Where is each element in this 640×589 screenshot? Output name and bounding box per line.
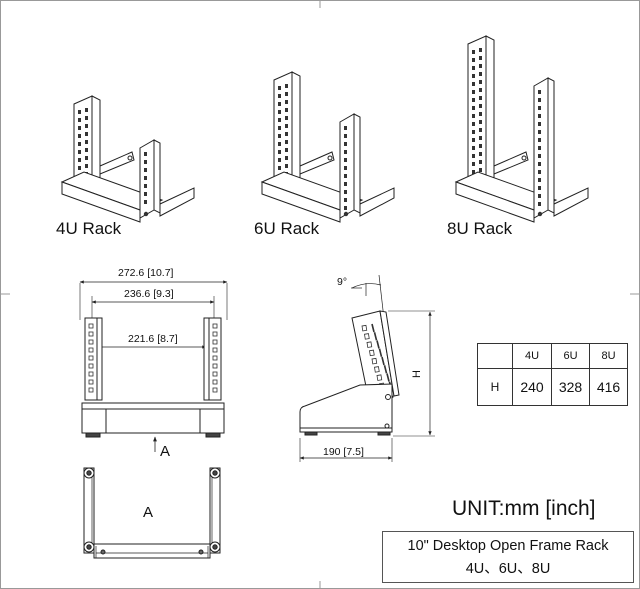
height-value-4u: 240 xyxy=(512,368,552,406)
rack-isometric xyxy=(60,95,195,223)
overall-width-dimension: 272.6 [10.7] xyxy=(118,267,174,279)
height-table-header-6u: 6U xyxy=(551,343,590,369)
rack-isometric xyxy=(260,71,395,223)
view-arrow-label: A xyxy=(160,443,171,460)
rack-isometric xyxy=(454,35,589,223)
height-dimension-label: H xyxy=(410,370,423,378)
height-value-6u: 328 xyxy=(551,368,590,406)
height-table-row: H 240 328 416 xyxy=(477,368,628,406)
height-table: 4U 6U 8U H 240 328 416 xyxy=(477,343,628,406)
tilt-angle-label: 9° xyxy=(337,276,348,288)
top-view xyxy=(83,467,221,559)
height-table-corner xyxy=(477,343,513,369)
height-table-header-row: 4U 6U 8U xyxy=(477,343,628,369)
height-table-header-8u: 8U xyxy=(589,343,628,369)
rack-6u-label: 6U Rack xyxy=(254,219,320,238)
height-table-row-label: H xyxy=(477,368,513,406)
height-value-8u: 416 xyxy=(589,368,628,406)
rail-spacing-dimension: 221.6 [8.7] xyxy=(128,333,178,345)
rack-8u-label: 8U Rack xyxy=(447,219,513,238)
title-line-1: 10" Desktop Open Frame Rack xyxy=(407,538,609,554)
rack-4u-label: 4U Rack xyxy=(56,219,122,238)
inner-width-dimension: 236.6 [9.3] xyxy=(124,288,174,300)
title-block: 10" Desktop Open Frame Rack 4U、6U、8U xyxy=(382,531,634,583)
unit-label: UNIT:mm [inch] xyxy=(452,497,596,520)
top-view-label: A xyxy=(143,504,154,521)
title-line-2: 4U、6U、8U xyxy=(465,561,551,577)
front-view xyxy=(79,280,228,452)
height-table-header-4u: 4U xyxy=(512,343,552,369)
isometric-rack-drawings xyxy=(60,35,589,223)
depth-dimension: 190 [7.5] xyxy=(323,446,364,458)
side-view xyxy=(299,274,435,462)
